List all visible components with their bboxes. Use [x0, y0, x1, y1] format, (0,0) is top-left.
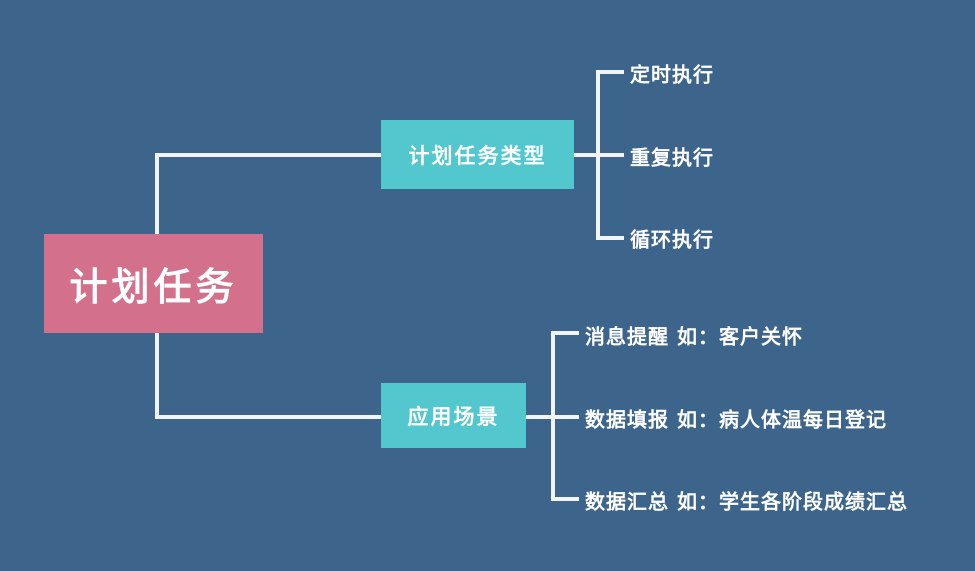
root-node[interactable]: 计划任务 — [44, 234, 263, 333]
connector-branch-1-leaf-3 — [596, 236, 624, 240]
connector-root-to-branch-1 — [155, 153, 383, 157]
leaf-scheduled-execution[interactable]: 定时执行 — [630, 62, 714, 87]
branch-node-task-type[interactable]: 计划任务类型 — [381, 120, 574, 189]
connector-branch-2-leaf-2 — [551, 415, 579, 419]
connector-branch-2-leaf-1 — [551, 331, 579, 335]
branch-node-scenarios[interactable]: 应用场景 — [381, 383, 526, 448]
leaf-data-reporting[interactable]: 数据填报 如：病人体温每日登记 — [585, 407, 887, 432]
connector-branch-2-stem — [526, 415, 572, 419]
branch-node-task-type-label: 计划任务类型 — [408, 143, 547, 168]
leaf-data-summary[interactable]: 数据汇总 如：学生各阶段成绩汇总 — [585, 489, 908, 514]
connector-branch-1-leaf-2 — [596, 153, 624, 157]
root-node-label: 计划任务 — [69, 265, 238, 309]
branch-node-scenarios-label: 应用场景 — [407, 404, 500, 429]
connector-branch-2-leaf-3 — [551, 497, 579, 501]
connector-branch-1-leaf-1 — [596, 70, 624, 74]
leaf-repeated-execution[interactable]: 重复执行 — [630, 145, 714, 170]
leaf-cyclic-execution[interactable]: 循环执行 — [630, 227, 714, 252]
connector-root-to-branch-2 — [155, 415, 383, 419]
leaf-message-reminder[interactable]: 消息提醒 如：客户关怀 — [585, 324, 803, 349]
